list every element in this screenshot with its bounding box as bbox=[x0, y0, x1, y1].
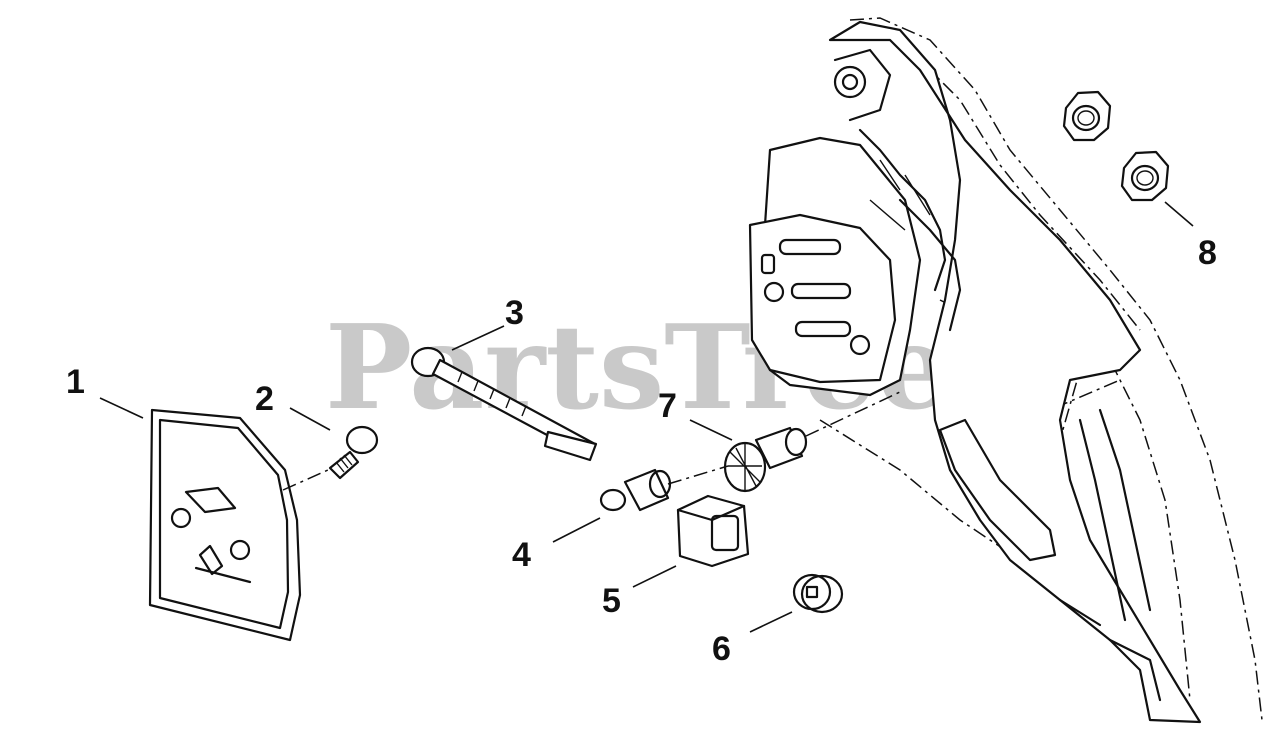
part-3-tensioner-bolt bbox=[410, 346, 598, 462]
callout-2: 2 bbox=[255, 380, 274, 418]
part-4-pin bbox=[599, 468, 672, 512]
assembly-lines bbox=[282, 391, 901, 491]
callout-7: 7 bbox=[658, 387, 677, 425]
callout-6: 6 bbox=[712, 630, 731, 668]
part-2-screw bbox=[328, 425, 379, 480]
nut-lower bbox=[1120, 150, 1170, 202]
leader-lines bbox=[99, 201, 1194, 633]
part-7-gear bbox=[723, 426, 808, 493]
callout-1: 1 bbox=[66, 363, 85, 401]
nut-upper bbox=[1062, 90, 1112, 142]
part-1-guide-plate bbox=[148, 408, 302, 642]
callout-8: 8 bbox=[1198, 234, 1217, 272]
callout-5: 5 bbox=[602, 582, 621, 620]
callout-3: 3 bbox=[505, 294, 524, 332]
sprocket-cover bbox=[748, 17, 1263, 724]
callout-4: 4 bbox=[512, 536, 531, 574]
part-6-adjuster bbox=[792, 573, 844, 614]
part-5-bracket bbox=[676, 494, 750, 568]
part-8-nuts bbox=[1062, 90, 1170, 202]
